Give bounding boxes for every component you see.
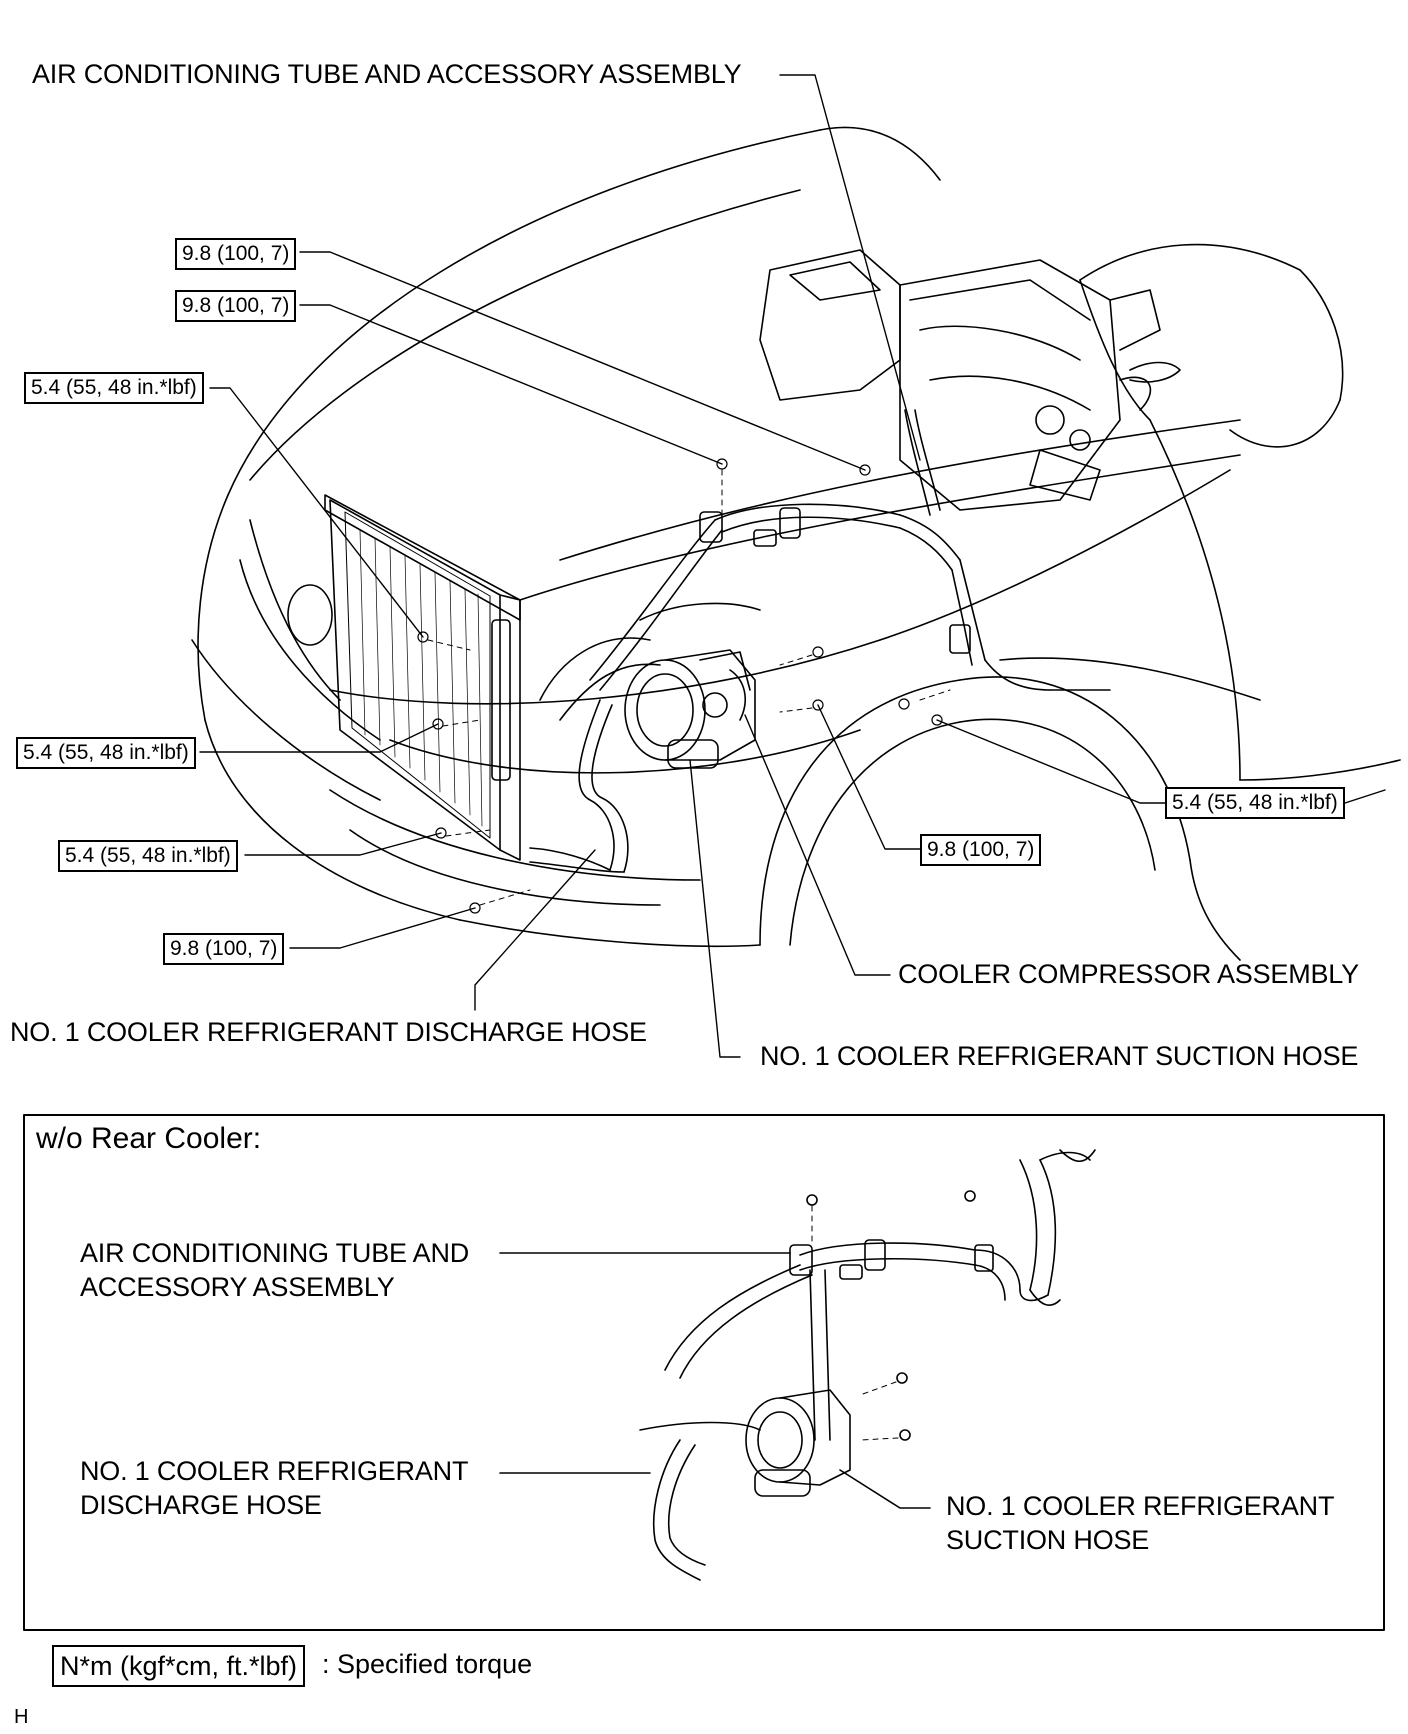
torque-box-1: 9.8 (100, 7) bbox=[175, 238, 297, 270]
bolt-axis-lines bbox=[427, 469, 951, 906]
torque-box-8: 5.4 (55, 48 in.*lbf) bbox=[1165, 787, 1345, 819]
torque-box-7: 9.8 (100, 7) bbox=[920, 834, 1042, 866]
discharge-hose-path bbox=[529, 699, 629, 873]
inset-suction-line2: SUCTION HOSE bbox=[946, 1525, 1150, 1555]
bolt-markers bbox=[417, 458, 943, 914]
inset-suction-line1: NO. 1 COOLER REFRIGERANT bbox=[946, 1491, 1335, 1521]
hvac-unit bbox=[759, 249, 1181, 511]
torque-box-4: 5.4 (55, 48 in.*lbf) bbox=[16, 737, 196, 769]
torque-box-3: 5.4 (55, 48 in.*lbf) bbox=[24, 372, 204, 404]
corner-mark: H bbox=[14, 1706, 29, 1728]
inset-frame bbox=[23, 1114, 1385, 1631]
label-ac-tube-assembly: AIR CONDITIONING TUBE AND ACCESSORY ASSE… bbox=[32, 59, 742, 89]
torque-box-5: 5.4 (55, 48 in.*lbf) bbox=[58, 840, 238, 872]
label-discharge-hose: NO. 1 COOLER REFRIGERANT DISCHARGE HOSE bbox=[10, 1017, 647, 1047]
torque-box-6: 9.8 (100, 7) bbox=[163, 933, 285, 965]
torque-box-2: 9.8 (100, 7) bbox=[175, 290, 297, 322]
inset-discharge-line2: DISCHARGE HOSE bbox=[80, 1490, 322, 1520]
legend-text: : Specified torque bbox=[322, 1649, 533, 1679]
legend-unit-box: N*m (kgf*cm, ft.*lbf) bbox=[52, 1645, 306, 1687]
vehicle-body-outline bbox=[191, 126, 1401, 961]
inset-ac-tube-line2: ACCESSORY ASSEMBLY bbox=[80, 1272, 395, 1302]
inset-title: w/o Rear Cooler: bbox=[36, 1122, 262, 1155]
inset-discharge-line1: NO. 1 COOLER REFRIGERANT bbox=[80, 1456, 469, 1486]
inset-components bbox=[499, 1149, 1096, 1581]
ac-tube-pipes bbox=[539, 409, 1111, 721]
label-cooler-compressor: COOLER COMPRESSOR ASSEMBLY bbox=[898, 959, 1359, 989]
leader-lines bbox=[199, 74, 1386, 1058]
compressor-body bbox=[624, 649, 756, 769]
condenser-core bbox=[324, 494, 521, 861]
inset-ac-tube-line1: AIR CONDITIONING TUBE AND bbox=[80, 1238, 470, 1268]
label-suction-hose: NO. 1 COOLER REFRIGERANT SUCTION HOSE bbox=[760, 1041, 1359, 1071]
